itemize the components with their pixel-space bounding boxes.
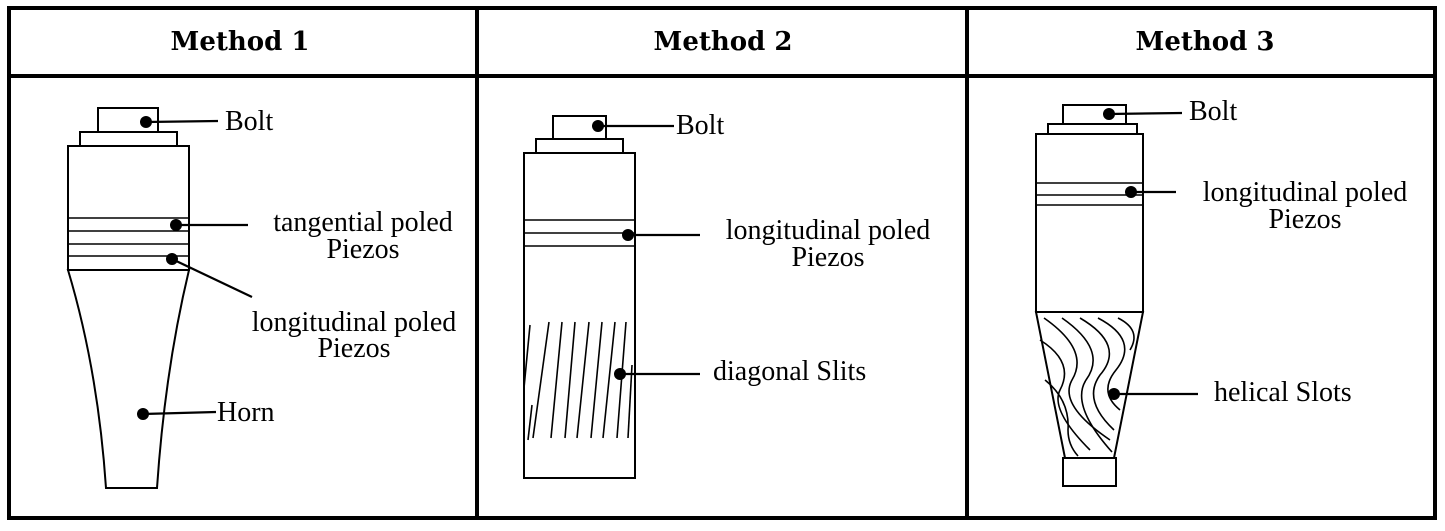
method-3-longitudinal-label-line1: longitudinal poled bbox=[1203, 177, 1408, 208]
method-3-longitudinal-label-line2: Piezos bbox=[1268, 204, 1341, 235]
method-3-slots-label: helical Slots bbox=[1214, 377, 1352, 408]
method-1-tangential-label-line2: Piezos bbox=[326, 234, 399, 265]
method-1-leaders bbox=[137, 116, 253, 420]
header-method-1: Method 1 bbox=[171, 27, 310, 57]
method-1-bolt-label: Bolt bbox=[225, 106, 273, 137]
method-2-diagonal-slits bbox=[523, 321, 633, 441]
method-3-leaders bbox=[1103, 108, 1198, 400]
method-2-longitudinal-label-line1: longitudinal poled bbox=[726, 215, 931, 246]
method-3-nut-shape bbox=[1047, 123, 1138, 135]
method-1-longitudinal-label-line1: longitudinal poled bbox=[252, 307, 457, 338]
method-2-nut-shape bbox=[535, 138, 624, 154]
method-1-transducer bbox=[66, 107, 191, 489]
method-3-tip bbox=[1062, 457, 1117, 487]
method-2-longitudinal-label-line2: Piezos bbox=[791, 242, 864, 273]
method-2-body bbox=[523, 152, 636, 479]
header-method-2: Method 2 bbox=[654, 27, 793, 57]
method-3-bolt-shape bbox=[1062, 104, 1127, 126]
method-2-leaders bbox=[592, 120, 700, 380]
method-3-helical-slots bbox=[1039, 317, 1135, 457]
method-1-body bbox=[67, 145, 190, 271]
method-1-nut-shape bbox=[79, 131, 178, 147]
method-2-transducer bbox=[523, 115, 636, 479]
method-2-slits-label: diagonal Slits bbox=[713, 356, 866, 387]
method-1-horn-shape bbox=[66, 269, 191, 489]
method-1-longitudinal-label-line2: Piezos bbox=[317, 333, 390, 364]
method-2-bolt-label: Bolt bbox=[676, 110, 724, 141]
method-3-body bbox=[1035, 133, 1144, 313]
header-method-3: Method 3 bbox=[1136, 27, 1275, 57]
method-3-bolt-label: Bolt bbox=[1189, 96, 1237, 127]
method-3-tapered-section bbox=[1034, 311, 1145, 459]
method-1-horn-label: Horn bbox=[217, 397, 275, 428]
method-3-transducer bbox=[1034, 104, 1145, 487]
method-1-tangential-label-line1: tangential poled bbox=[273, 207, 453, 238]
table-frame bbox=[7, 6, 1437, 520]
